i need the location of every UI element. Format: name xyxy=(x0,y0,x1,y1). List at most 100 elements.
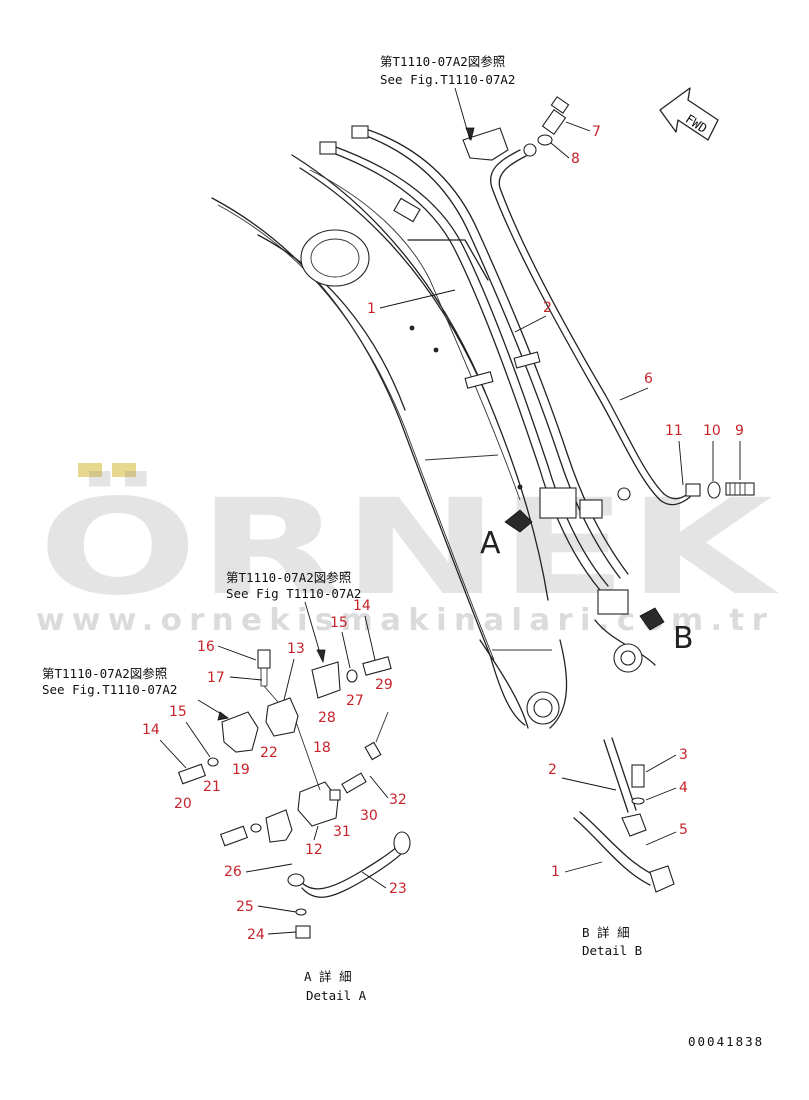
block-connector-b xyxy=(597,589,629,615)
view-arrow-b xyxy=(639,607,665,631)
boom-pin-hole xyxy=(533,698,553,718)
boom-seam-1 xyxy=(424,454,499,461)
top-bracket xyxy=(462,127,509,161)
callout-17: 17 xyxy=(207,670,225,686)
bracket-22 xyxy=(221,711,259,753)
leader-24 xyxy=(267,931,297,935)
detail-b: 2 3 4 5 1 B 詳 細 Detail B xyxy=(548,737,688,958)
callout-2: 2 xyxy=(543,300,552,316)
callout-25: 25 xyxy=(236,899,254,915)
ref-top-arrowhead xyxy=(465,127,475,142)
bracket-28 xyxy=(311,661,341,699)
top-fitting xyxy=(319,141,337,155)
leader-6 xyxy=(619,387,649,401)
callout-1: 1 xyxy=(367,301,376,317)
boom-access-port xyxy=(300,229,370,287)
fitting-30 xyxy=(364,741,382,761)
valve-12-port xyxy=(329,789,341,801)
fitting xyxy=(617,487,631,501)
watermark-umlaut-right xyxy=(112,463,136,477)
drawing-number: 00041838 xyxy=(688,1034,764,1049)
leader-1 xyxy=(379,289,456,309)
detail-a-jp: A 詳 細 xyxy=(304,969,352,984)
ref-left-en: See Fig.T1110-07A2 xyxy=(42,682,177,697)
tube-2-detail-inner xyxy=(611,737,637,811)
boom-top-flange-2 xyxy=(299,167,486,393)
bolt-16-path xyxy=(263,685,279,703)
leader-11 xyxy=(678,440,684,486)
leader-b5 xyxy=(645,831,677,846)
boom-gusset xyxy=(407,239,489,281)
leader-b1 xyxy=(564,861,603,873)
leader-15a xyxy=(341,631,351,669)
fwd-arrow-shape xyxy=(659,87,719,141)
block-13 xyxy=(265,697,299,737)
washer-25 xyxy=(295,908,307,916)
detail-b-en: Detail B xyxy=(582,943,642,958)
callout-9: 9 xyxy=(735,423,744,439)
tube-2-detail-outer xyxy=(603,739,629,813)
leader-b4 xyxy=(645,787,677,801)
fitting-31 xyxy=(341,772,367,794)
detail-a: 13 14 15 16 17 27 28 29 14 15 18 19 20 2… xyxy=(142,598,411,1003)
callout-10: 10 xyxy=(703,423,721,439)
bolt-9-thread xyxy=(729,483,746,495)
fwd-label: FWD xyxy=(683,111,710,136)
reference-notes: 第T1110-07A2図参照 See Fig.T1110-07A2 第T1110… xyxy=(42,54,515,721)
callout-8: 8 xyxy=(571,151,580,167)
callout-27: 27 xyxy=(346,693,364,709)
leader-8 xyxy=(550,142,570,159)
bolt-29 xyxy=(362,656,392,676)
callout-15b: 15 xyxy=(169,704,187,720)
tube-6-outer xyxy=(490,149,691,506)
callout-32: 32 xyxy=(389,792,407,808)
callout-16: 16 xyxy=(197,639,215,655)
callout-19: 19 xyxy=(232,762,250,778)
boom-foot-edge-2 xyxy=(549,639,568,729)
clamp-detail-b xyxy=(621,813,647,837)
tube-23-end xyxy=(393,831,411,855)
hose-line-a xyxy=(324,149,601,591)
bolt-7 xyxy=(541,109,567,135)
callout-26: 26 xyxy=(224,864,242,880)
view-label-a: A xyxy=(480,526,501,561)
leader-b3 xyxy=(645,754,677,773)
callout-20: 20 xyxy=(174,796,192,812)
callout-b3: 3 xyxy=(679,747,688,763)
ref-left-arrowhead xyxy=(217,711,229,721)
ref-left-jp: 第T1110-07A2図参照 xyxy=(42,666,167,681)
callout-12: 12 xyxy=(305,842,323,858)
callout-11: 11 xyxy=(665,423,683,439)
block-connector-a xyxy=(539,487,577,519)
tube-23-flange xyxy=(287,873,305,887)
leader-17 xyxy=(229,676,263,681)
leader-2 xyxy=(514,315,547,333)
washer-21 xyxy=(207,757,219,767)
hose-line-b xyxy=(332,145,609,587)
tube-6 xyxy=(490,96,755,506)
callout-6: 6 xyxy=(644,371,653,387)
callout-31: 31 xyxy=(333,824,351,840)
boom-bolt xyxy=(517,484,523,490)
bolt-7-head xyxy=(550,96,570,114)
callout-18: 18 xyxy=(313,740,331,756)
cylinder-bracket-hole xyxy=(620,650,636,666)
detail-b-jp: B 詳 細 xyxy=(582,925,630,940)
callout-14a: 14 xyxy=(353,598,371,614)
callout-30: 30 xyxy=(360,808,378,824)
ref-mid-arrowhead xyxy=(316,649,326,664)
tube-1-detail-outer xyxy=(573,817,651,886)
callout-7: 7 xyxy=(592,124,601,140)
callout-b1: 1 xyxy=(551,864,560,880)
valve-12 xyxy=(297,781,339,827)
ref-top-jp: 第T1110-07A2図参照 xyxy=(380,54,505,69)
callout-15a: 15 xyxy=(330,615,348,631)
boom-hydraulic-lines xyxy=(309,125,631,615)
leader-7 xyxy=(565,121,591,132)
leader-32 xyxy=(369,775,389,799)
washer-10 xyxy=(707,481,721,499)
bolt-3 xyxy=(631,764,645,788)
line-clamp xyxy=(464,371,494,389)
bolt-24 xyxy=(295,925,311,939)
fitting-30-line xyxy=(375,711,389,743)
